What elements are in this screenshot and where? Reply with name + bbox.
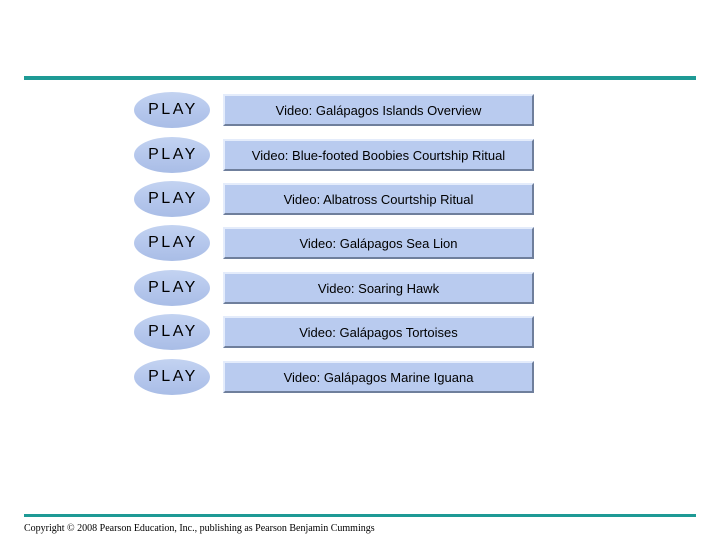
video-row-tortoises: PLAY Video: Galápagos Tortoises bbox=[134, 314, 534, 350]
video-title: Video: Galápagos Islands Overview bbox=[275, 102, 482, 118]
video-link-albatross[interactable]: Video: Albatross Courtship Ritual bbox=[223, 183, 534, 215]
play-button-label: PLAY bbox=[148, 190, 198, 207]
video-title: Video: Galápagos Sea Lion bbox=[299, 235, 458, 251]
video-row-albatross: PLAY Video: Albatross Courtship Ritual bbox=[134, 181, 534, 217]
play-button[interactable]: PLAY bbox=[134, 314, 210, 350]
video-link-blue-footed-boobies[interactable]: Video: Blue-footed Boobies Courtship Rit… bbox=[223, 139, 534, 171]
play-button[interactable]: PLAY bbox=[134, 181, 210, 217]
play-button[interactable]: PLAY bbox=[134, 359, 210, 395]
video-row-soaring-hawk: PLAY Video: Soaring Hawk bbox=[134, 270, 534, 306]
bottom-divider bbox=[24, 514, 696, 517]
copyright-notice: Copyright © 2008 Pearson Education, Inc.… bbox=[24, 523, 375, 534]
video-title: Video: Soaring Hawk bbox=[317, 280, 440, 296]
video-title: Video: Blue-footed Boobies Courtship Rit… bbox=[251, 147, 506, 163]
play-button[interactable]: PLAY bbox=[134, 270, 210, 306]
video-link-soaring-hawk[interactable]: Video: Soaring Hawk bbox=[223, 272, 534, 304]
video-link-tortoises[interactable]: Video: Galápagos Tortoises bbox=[223, 316, 534, 348]
play-button-label: PLAY bbox=[148, 323, 198, 340]
play-button-label: PLAY bbox=[148, 101, 198, 118]
play-button-label: PLAY bbox=[148, 146, 198, 163]
video-row-blue-footed-boobies: PLAY Video: Blue-footed Boobies Courtshi… bbox=[134, 137, 534, 173]
play-button[interactable]: PLAY bbox=[134, 92, 210, 128]
video-row-galapagos-overview: PLAY Video: Galápagos Islands Overview bbox=[134, 92, 534, 128]
video-title: Video: Galápagos Marine Iguana bbox=[283, 369, 474, 385]
video-link-sea-lion[interactable]: Video: Galápagos Sea Lion bbox=[223, 227, 534, 259]
play-button[interactable]: PLAY bbox=[134, 225, 210, 261]
video-link-marine-iguana[interactable]: Video: Galápagos Marine Iguana bbox=[223, 361, 534, 393]
video-title: Video: Galápagos Tortoises bbox=[299, 324, 458, 340]
play-button-label: PLAY bbox=[148, 279, 198, 296]
video-link-galapagos-overview[interactable]: Video: Galápagos Islands Overview bbox=[223, 94, 534, 126]
video-row-sea-lion: PLAY Video: Galápagos Sea Lion bbox=[134, 225, 534, 261]
play-button-label: PLAY bbox=[148, 368, 198, 385]
video-title: Video: Albatross Courtship Ritual bbox=[283, 191, 474, 207]
video-row-marine-iguana: PLAY Video: Galápagos Marine Iguana bbox=[134, 359, 534, 395]
play-button-label: PLAY bbox=[148, 234, 198, 251]
top-divider bbox=[24, 76, 696, 80]
play-button[interactable]: PLAY bbox=[134, 137, 210, 173]
